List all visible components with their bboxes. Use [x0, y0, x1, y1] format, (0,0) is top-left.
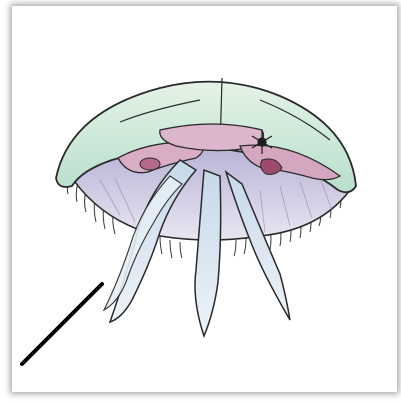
gastric-pouch-left [140, 158, 160, 170]
pointer-line [22, 284, 102, 364]
